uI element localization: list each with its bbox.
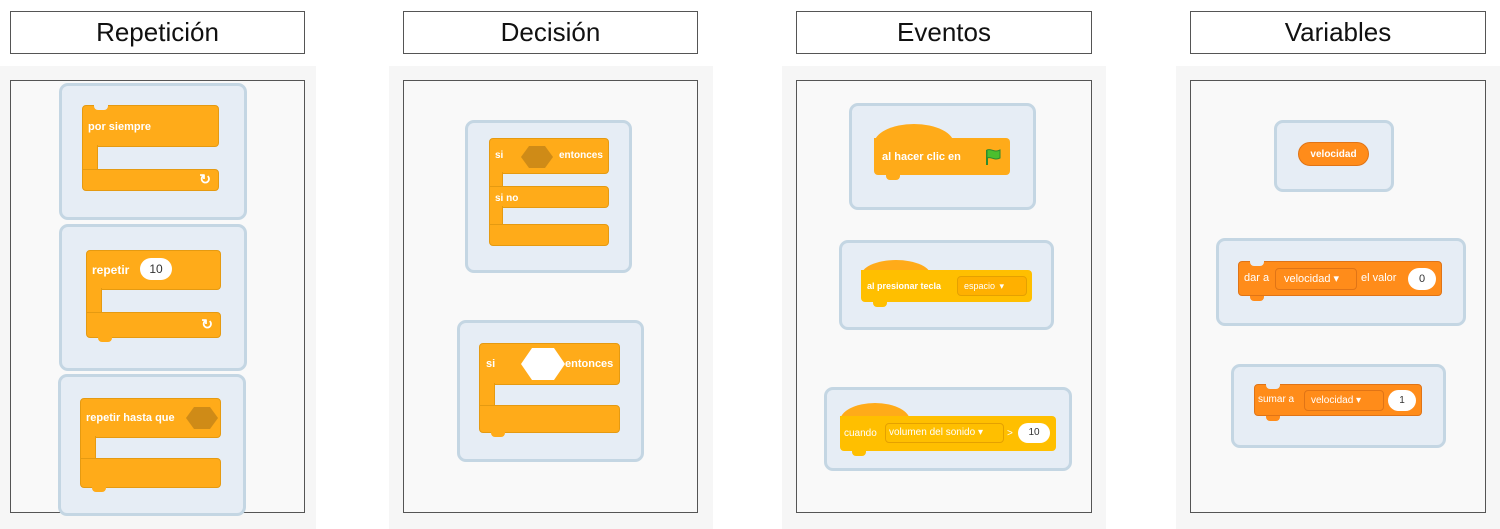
set-var-chevron-down-icon: ▾	[1333, 273, 1340, 285]
forever-block[interactable]: por siempre ↻	[82, 105, 219, 191]
when-hat-tab	[852, 451, 866, 456]
change-var-dropdown[interactable]: velocidad ▾	[1304, 390, 1384, 411]
if-if-label: si	[486, 358, 496, 370]
forever-top-notch	[94, 105, 108, 110]
forever-arm	[82, 145, 98, 175]
header-variables: Variables	[1190, 11, 1486, 54]
until-condition-slot[interactable]	[186, 407, 218, 429]
header-eventos-label: Eventos	[897, 17, 991, 47]
when-dropdown-value: volumen del sonido	[889, 427, 976, 438]
repeat-bottom	[86, 312, 221, 338]
set-var-dropdown-value: velocidad	[1284, 273, 1331, 285]
ifelse-mid	[489, 186, 609, 208]
if-else-block[interactable]: si entonces si no	[489, 138, 609, 248]
when-label: cuando	[844, 428, 877, 439]
if-block[interactable]: si entonces	[479, 343, 620, 437]
when-dropdown[interactable]: volumen del sonido ▾	[885, 423, 1004, 443]
header-variables-label: Variables	[1284, 17, 1392, 47]
green-flag-icon	[986, 149, 1001, 165]
change-var-dropdown-value: velocidad	[1311, 395, 1354, 406]
header-decision-label: Decisión	[500, 17, 601, 47]
ifelse-bottom	[489, 224, 609, 246]
repeat-until-block[interactable]: repetir hasta que	[80, 398, 221, 493]
forever-label: por siempre	[88, 121, 151, 133]
repeat-count-input[interactable]: 10	[140, 258, 172, 280]
set-var-dropdown[interactable]: velocidad ▾	[1275, 268, 1357, 290]
repeat-block[interactable]: repetir 10 ↻	[86, 250, 221, 342]
change-var-notch	[1266, 384, 1280, 389]
forever-bottom	[82, 169, 219, 191]
repeat-label: repetir	[92, 263, 130, 277]
header-repeticion: Repetición	[10, 11, 305, 54]
set-var-notch	[1250, 261, 1264, 266]
velocidad-reporter[interactable]: velocidad	[1298, 142, 1369, 166]
change-var-label: sumar a	[1258, 394, 1295, 405]
change-var-value-input[interactable]: 1	[1388, 390, 1416, 411]
change-var-tab	[1266, 416, 1280, 421]
until-bottom	[80, 458, 221, 488]
header-eventos: Eventos	[796, 11, 1092, 54]
ifelse-then-label: entonces	[559, 150, 603, 161]
if-bottom	[479, 405, 620, 433]
chevron-down-icon: ▾	[999, 281, 1005, 291]
flag-hat-label: al hacer clic en	[882, 151, 961, 163]
key-hat-block[interactable]: al presionar tecla espacio ▾	[861, 260, 1032, 310]
if-then-label: entonces	[565, 358, 614, 370]
set-var-mid-label: el valor	[1361, 272, 1397, 284]
flag-hat-tab	[886, 175, 900, 180]
key-hat-label: al presionar tecla	[867, 281, 942, 291]
set-var-label: dar a	[1244, 272, 1270, 284]
header-decision: Decisión	[403, 11, 698, 54]
until-label: repetir hasta que	[86, 412, 175, 424]
compare-value-input[interactable]: 10	[1018, 423, 1050, 443]
key-dropdown[interactable]: espacio ▾	[957, 276, 1027, 296]
ifelse-else-label: si no	[495, 193, 519, 204]
set-var-tab	[1250, 296, 1264, 301]
repeat-bottom-tab	[98, 337, 112, 342]
if-arm	[479, 383, 495, 409]
when-chevron-down-icon: ▾	[977, 427, 983, 438]
set-var-block[interactable]: dar a velocidad ▾ el valor 0	[1238, 261, 1442, 301]
change-var-block[interactable]: sumar a velocidad ▾ 1	[1254, 384, 1422, 422]
key-dropdown-value: espacio	[964, 281, 996, 291]
ifelse-condition-slot[interactable]	[521, 146, 553, 168]
until-bottom-tab	[92, 487, 106, 492]
header-repeticion-label: Repetición	[96, 17, 219, 47]
loop-arrow-icon: ↻	[199, 171, 211, 187]
forever-top	[82, 105, 219, 147]
flag-hat-block[interactable]: al hacer clic en	[874, 124, 1010, 184]
ifelse-arm2	[489, 206, 503, 228]
compare-operator: >	[1007, 428, 1013, 439]
if-bottom-tab	[491, 432, 505, 437]
change-var-chevron-down-icon: ▾	[1356, 395, 1362, 406]
repeat-loop-arrow-icon: ↻	[201, 316, 213, 332]
when-hat-block[interactable]: cuando volumen del sonido ▾ > 10	[840, 403, 1056, 457]
set-var-value-input[interactable]: 0	[1408, 268, 1436, 290]
ifelse-if-label: si	[495, 150, 504, 161]
key-hat-tab	[873, 302, 887, 307]
